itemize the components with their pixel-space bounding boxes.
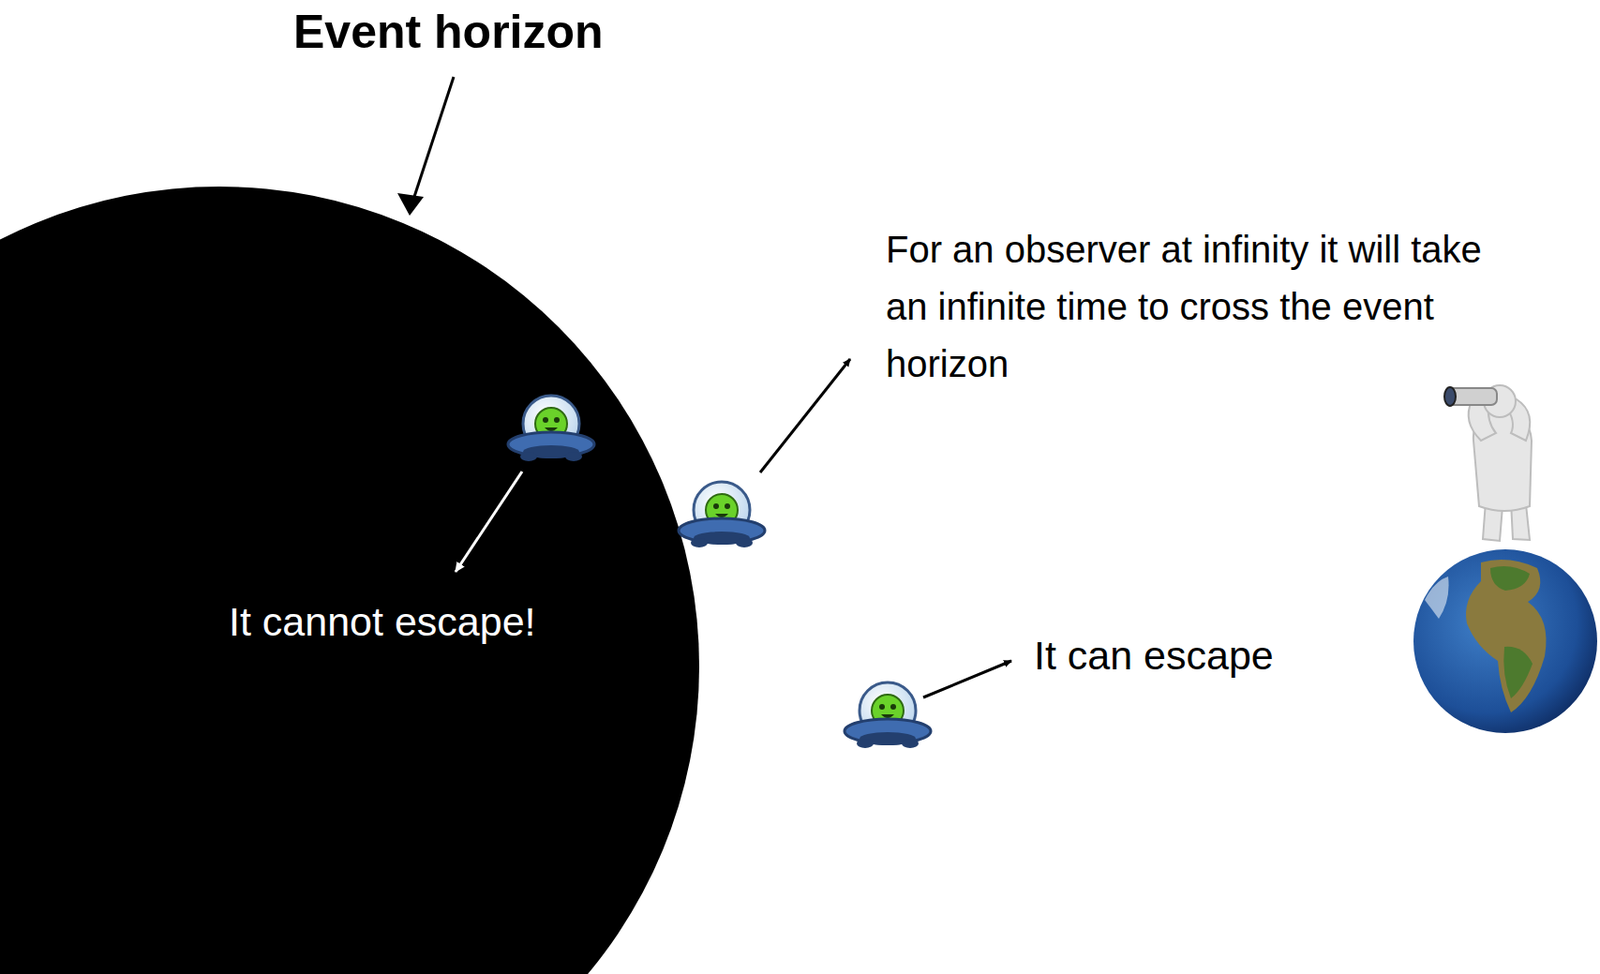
ufo bbox=[678, 481, 765, 548]
motion-arrow bbox=[455, 471, 523, 572]
motion-arrow bbox=[760, 358, 851, 473]
pointer-line bbox=[410, 76, 454, 209]
note-text: For an observer at infinity it will take… bbox=[885, 221, 1496, 392]
arrowhead bbox=[397, 193, 424, 216]
outside-label: It can escape bbox=[1033, 631, 1391, 681]
black-hole bbox=[0, 186, 700, 974]
ufo bbox=[508, 395, 595, 462]
motion-arrow bbox=[923, 660, 1012, 698]
observer-figure bbox=[1444, 385, 1532, 541]
inside-label: It cannot escape! bbox=[228, 598, 623, 647]
earth bbox=[1413, 549, 1598, 733]
title-label: Event horizon bbox=[293, 3, 688, 60]
ufo bbox=[844, 682, 931, 748]
